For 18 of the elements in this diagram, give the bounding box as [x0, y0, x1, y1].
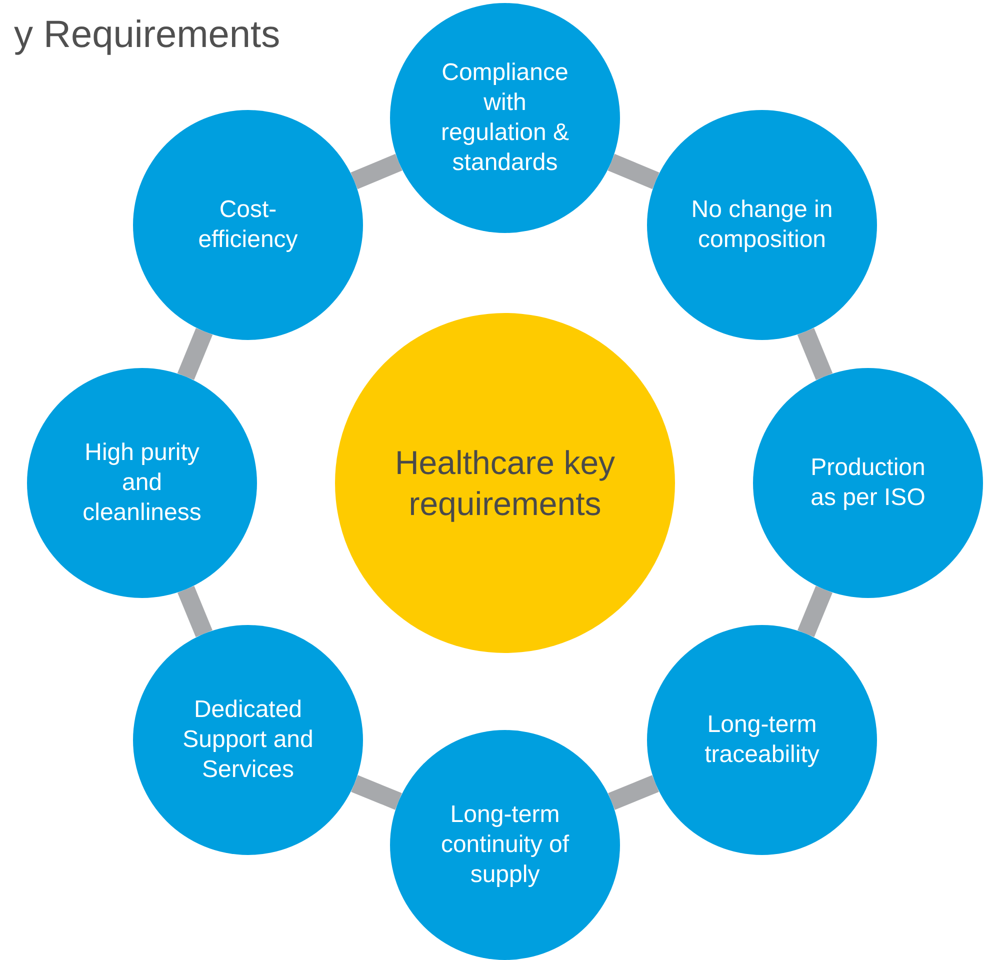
- node-label: Long-term continuity of supply: [440, 800, 570, 890]
- node-label: Production as per ISO: [810, 453, 926, 513]
- title: y Requirements: [14, 14, 280, 57]
- connector-bar: [178, 586, 212, 638]
- connector-bar: [797, 328, 833, 380]
- connector-bar: [177, 328, 213, 380]
- connector-bar: [608, 775, 659, 810]
- connector-bar: [798, 586, 832, 638]
- node-label: Dedicated Support and Services: [182, 695, 314, 785]
- node-label: High purity and cleanliness: [82, 438, 202, 528]
- connector-bar: [351, 775, 402, 810]
- node-label: Compliance with regulation & standards: [440, 58, 570, 178]
- node-label: Healthcare key requirements: [394, 442, 616, 524]
- node-label: Cost-efficiency: [197, 195, 299, 255]
- node-label: Long-term traceability: [704, 710, 820, 770]
- node-label: No change in composition: [690, 195, 834, 255]
- connector-bar: [608, 154, 660, 190]
- connector-bar: [350, 154, 402, 190]
